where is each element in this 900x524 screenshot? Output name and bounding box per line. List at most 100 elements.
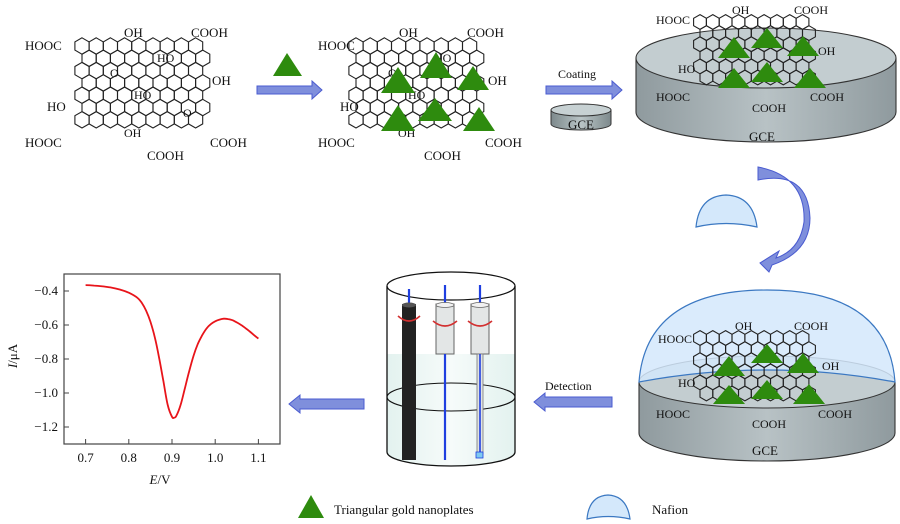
nafion-dome-icon xyxy=(586,494,631,520)
group-label: OH xyxy=(732,3,750,17)
carbon-rod-electrode xyxy=(397,289,421,460)
group-label: HO xyxy=(157,51,175,65)
series-line-dpv xyxy=(85,284,259,419)
group-label: HO xyxy=(340,99,359,114)
group-label: HOOC xyxy=(656,90,690,104)
working-electrode xyxy=(432,285,458,460)
y-axis-label-unit: /μA xyxy=(5,343,20,364)
group-label: HOOC xyxy=(25,135,62,150)
y-tick-label: −1.2 xyxy=(34,419,58,434)
gold-nanoplate-icon xyxy=(418,98,452,121)
graphene-oxide-structure: HOOC OH COOH HO O HO OH HO O OH HOOC COO… xyxy=(25,25,247,163)
plot-frame xyxy=(63,273,281,445)
y-axis-label-var: I xyxy=(5,363,20,369)
gold-nanoplate-icon xyxy=(751,62,783,82)
reference-electrode xyxy=(467,285,493,459)
hexagon-ring xyxy=(348,110,364,129)
graphene-oxide-with-gold-nanoplates: HOOC OH COOH OH HO HOOC COOH COOH xyxy=(656,3,844,115)
group-label: HOOC xyxy=(25,38,62,53)
graphene-lattice xyxy=(74,37,211,129)
left-arrow-icon xyxy=(288,393,365,415)
group-label: HO xyxy=(678,376,696,390)
legend-label: Triangular gold nanoplates xyxy=(334,502,474,517)
gold-nanoplate-icon xyxy=(463,107,495,131)
left-arrow-icon xyxy=(533,391,613,413)
modified-gce-electrode: GCE HOOC OH COOH OH HO HOOC COOH COOH xyxy=(635,3,897,144)
hexagon-ring xyxy=(362,110,378,129)
group-label: OH xyxy=(124,25,143,40)
gold-nanoplate-icon xyxy=(381,67,415,93)
group-label: OH xyxy=(212,73,231,88)
legend-item-nafion: Nafion xyxy=(586,494,689,520)
group-label: HO xyxy=(134,88,152,102)
group-label: OH xyxy=(488,73,507,88)
x-tick-label: 0.7 xyxy=(77,450,94,465)
group-label: COOH xyxy=(794,319,828,333)
y-tick-label: −0.6 xyxy=(34,317,58,332)
x-axis-label-unit: /V xyxy=(157,472,171,487)
small-gce-electrode: GCE xyxy=(550,103,612,132)
legend-label: Nafion xyxy=(652,502,689,517)
gold-nanoplate-icon xyxy=(718,68,750,88)
group-label: COOH xyxy=(210,135,247,150)
nafion-dome-icon xyxy=(695,194,758,228)
group-label: O xyxy=(388,66,397,80)
curved-arrow-icon xyxy=(757,166,811,273)
hexagon-ring xyxy=(145,110,161,129)
group-label: HO xyxy=(47,99,66,114)
gold-nanoplate-icon xyxy=(787,36,819,56)
group-label: COOH xyxy=(191,25,228,40)
group-label: O xyxy=(183,106,192,120)
group-label: HOOC xyxy=(658,332,692,346)
hexagon-ring xyxy=(159,110,175,129)
group-label: OH xyxy=(818,44,836,58)
group-label: HOOC xyxy=(656,407,690,421)
gold-nanoplate-icon xyxy=(381,105,415,131)
gold-nanoplate-icon xyxy=(718,37,750,58)
group-label: COOH xyxy=(752,417,786,431)
gold-nanoplate-icon xyxy=(751,380,783,399)
group-label: HOOC xyxy=(318,135,355,150)
nafion-layer xyxy=(638,289,896,383)
gce-label: GCE xyxy=(568,117,594,132)
gold-nanoplate-reagent-icon xyxy=(273,53,302,76)
group-label: O xyxy=(110,66,119,80)
group-label: OH xyxy=(822,359,840,373)
y-tick-label: −0.4 xyxy=(34,283,58,298)
group-label: HO xyxy=(678,62,696,76)
gold-nanoplate-icon xyxy=(457,66,489,90)
group-label: COOH xyxy=(752,101,786,115)
detection-label: Detection xyxy=(545,379,592,393)
group-label: OH xyxy=(399,25,418,40)
group-label: COOH xyxy=(810,90,844,104)
group-label: OH xyxy=(735,319,753,333)
group-label: COOH xyxy=(485,135,522,150)
right-arrow-icon xyxy=(545,79,623,101)
gold-nanoplate-icon xyxy=(420,52,452,78)
nafion-coated-gce-electrode: GCE HOOC OH COOH OH HO HOOC COOH COOH xyxy=(638,289,896,462)
green-triangle-icon xyxy=(298,495,324,518)
hexagon-ring xyxy=(88,110,104,129)
gold-nanoplate-icon xyxy=(793,384,825,404)
x-tick-label: 0.8 xyxy=(121,450,137,465)
group-label: COOH xyxy=(794,3,828,17)
x-axis-label-var: E xyxy=(149,472,158,487)
coating-label: Coating xyxy=(558,67,596,81)
graphene-oxide-with-gold-nanoplates: HOOC OH COOH OH HO HOOC COOH COOH xyxy=(656,319,852,431)
hexagon-ring xyxy=(74,110,90,129)
gold-nanoplate-icon xyxy=(713,385,745,404)
electrochemical-cell xyxy=(386,271,516,467)
x-axis-label: E/V xyxy=(149,472,172,487)
right-arrow-icon xyxy=(256,79,323,101)
gold-nanoplate-icon xyxy=(713,356,745,376)
group-label: COOH xyxy=(818,407,852,421)
gold-nanoplate-icon xyxy=(787,353,819,373)
gce-label: GCE xyxy=(749,129,775,144)
group-label: HOOC xyxy=(656,13,690,27)
y-tick-label: −1.0 xyxy=(34,385,58,400)
x-tick-label: 1.1 xyxy=(250,450,266,465)
y-axis-label: I/μA xyxy=(5,343,20,369)
